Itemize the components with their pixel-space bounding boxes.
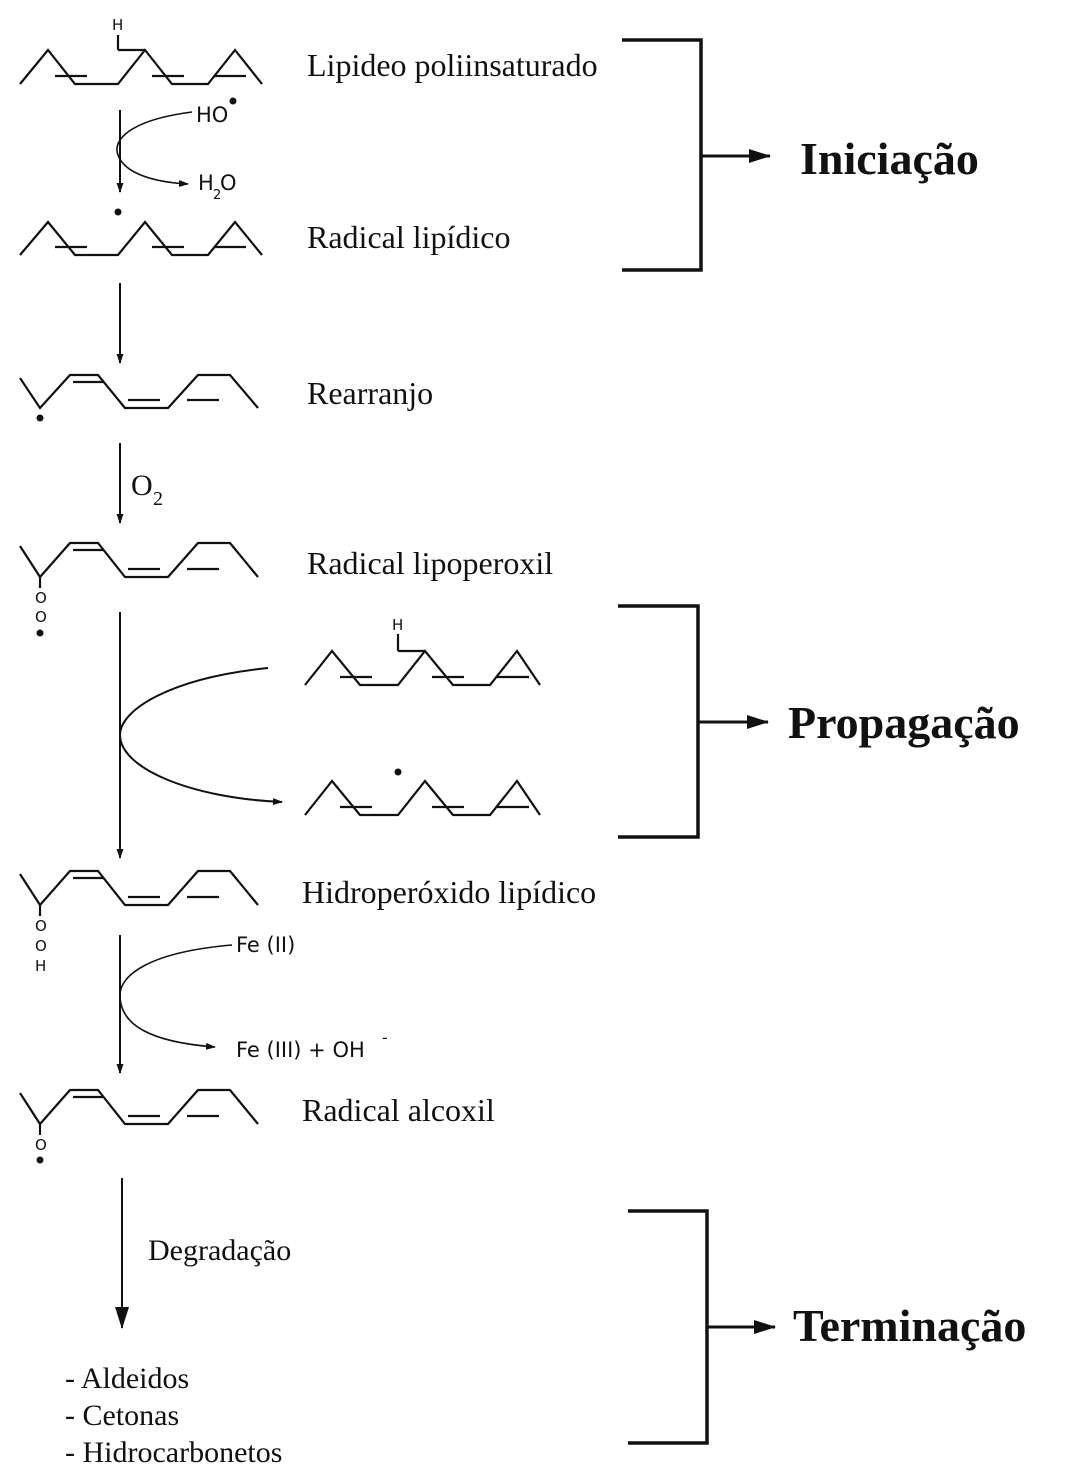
molecule-lipid-radical [19,208,263,257]
water-h-label: H [198,171,214,195]
molecule-alkoxyl-radical: O [19,1088,259,1164]
reagent-fe2: Fe (II) [236,933,295,957]
radical-dot [394,768,402,776]
phase-label-initiation: Iniciação [800,133,979,184]
product-item: - Aldeidos [65,1362,189,1395]
step-label-polyunsaturated-lipid: Lipideo poliinsaturado [307,47,598,83]
step-label-lipoperoxyl-radical: Radical lipoperoxil [307,545,553,581]
molecule-lipid-hydroperoxide: O O H [19,869,259,975]
oxygen-reagent-label: O [131,469,153,502]
molecule-rearranged [19,373,259,422]
initiation-bracket [622,38,771,272]
ho-label: HO [196,103,228,127]
phase-label-propagation: Propagação [788,697,1020,748]
step-label-lipid-hydroperoxide: Hidroperóxido lipídico [302,874,596,910]
oxygen-label: O [35,1136,47,1154]
molecule-polyunsaturated-lipid: H [19,16,263,86]
step-label-alkoxyl-radical: Radical alcoxil [302,1092,495,1128]
oxygen-subscript: 2 [153,488,163,510]
phase-label-termination: Terminação [793,1300,1026,1351]
molecule-propagation-lipid: H [304,616,541,687]
oxygen-label: O [35,589,47,607]
product-item: - Hidrocarbonetos [65,1436,282,1468]
propagation-bracket [618,604,769,839]
water-subscript: 2 [213,188,221,203]
radical-dot [36,414,44,422]
step-label-lipid-radical: Radical lipídico [307,219,511,255]
hydroxide-superscript: - [382,1028,388,1047]
hydrogen-label: H [35,957,46,975]
termination-bracket [628,1209,776,1445]
step-label-rearrangement: Rearranjo [307,375,433,411]
reagent-ho-radical: HO [196,97,237,127]
reagent-water: H 2 O [198,171,237,203]
radical-dot [114,208,122,216]
oxygen-label: O [35,917,47,935]
water-o-label: O [220,171,237,195]
molecule-propagation-radical [304,768,541,817]
product-item: - Cetonas [65,1399,179,1432]
reagent-fe3-hydroxide: Fe (III) + OH - [236,1028,388,1062]
curved-arrow-propagation [118,667,283,806]
radical-dot [36,1156,44,1164]
degradation-label: Degradação [148,1234,291,1267]
fe3-label: Fe (III) + OH [236,1038,365,1062]
oxygen-label: O [35,608,47,626]
hydrogen-label: H [112,16,123,34]
radical-dot [36,629,44,637]
curved-arrow-fe [119,944,233,1050]
oxygen-label: O [35,937,47,955]
degradation-products-list: - Aldeidos - Cetonas - Hidrocarbonetos [65,1362,282,1468]
hydrogen-label: H [392,616,403,634]
reagent-oxygen: O 2 [131,469,163,510]
radical-dot [229,97,237,105]
molecule-lipoperoxyl-radical: O O [19,541,259,637]
curved-arrow-ho [116,111,193,188]
